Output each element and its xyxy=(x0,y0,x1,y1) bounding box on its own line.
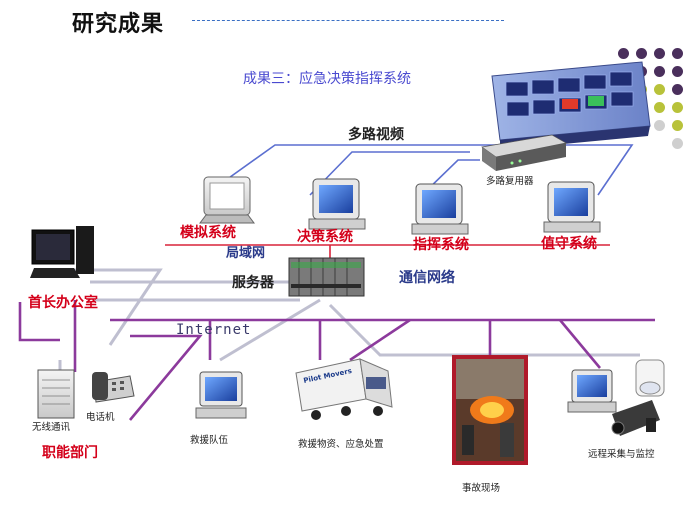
diagram-subtitle: 成果三：应急决策指挥系统 xyxy=(243,71,411,87)
workstation-monitor-4 xyxy=(543,181,601,233)
workstation-label-decision: 决策系统 xyxy=(297,229,353,245)
departments-label: 职能部门 xyxy=(42,445,98,461)
accident-scene-photo xyxy=(452,355,528,465)
server-label: 服务器 xyxy=(232,275,274,291)
server-rack xyxy=(288,257,365,297)
telephone-label: 电话机 xyxy=(86,412,115,423)
workstation-monitor-3 xyxy=(411,183,469,235)
wireless-comm-label: 无线通讯 xyxy=(32,422,71,433)
rescue-team-computer xyxy=(195,371,247,419)
telephone-device xyxy=(92,372,135,403)
video-bus-label: 多路视频 xyxy=(348,127,404,143)
multiplexer-label: 多路复用器 xyxy=(486,176,534,187)
video-wall xyxy=(491,61,651,150)
wireless-comm-device xyxy=(37,369,75,419)
title-dashed-rule xyxy=(192,20,504,21)
remote-monitoring-label: 远程采集与监控 xyxy=(588,449,655,460)
workstation-label-simulation: 模拟系统 xyxy=(180,225,236,241)
workstation-monitor-2 xyxy=(308,178,366,230)
workstation-label-duty: 值守系统 xyxy=(541,236,597,252)
page-title: 研究成果 xyxy=(72,12,165,37)
internet-label: Internet xyxy=(176,322,252,338)
accident-scene-label: 事故现场 xyxy=(462,483,501,494)
rescue-supplies-label: 救援物资、应急处置 xyxy=(298,439,384,450)
remote-monitor-computer xyxy=(567,369,617,413)
rescue-team-label: 救援队伍 xyxy=(190,435,229,446)
comm-network-label: 通信网络 xyxy=(399,270,455,286)
leader-office-computer xyxy=(30,226,94,278)
leader-office-label: 首长办公室 xyxy=(28,295,98,311)
motion-sensor xyxy=(635,359,665,397)
multiplexer-device xyxy=(481,134,567,171)
internet-lines xyxy=(18,300,655,421)
rescue-truck: Pilot Movers xyxy=(295,358,393,420)
workstation-label-command: 指挥系统 xyxy=(413,237,469,253)
workstation-monitor-1 xyxy=(199,176,255,224)
lan-label: 局域网 xyxy=(226,246,266,261)
video-camera xyxy=(611,400,660,436)
